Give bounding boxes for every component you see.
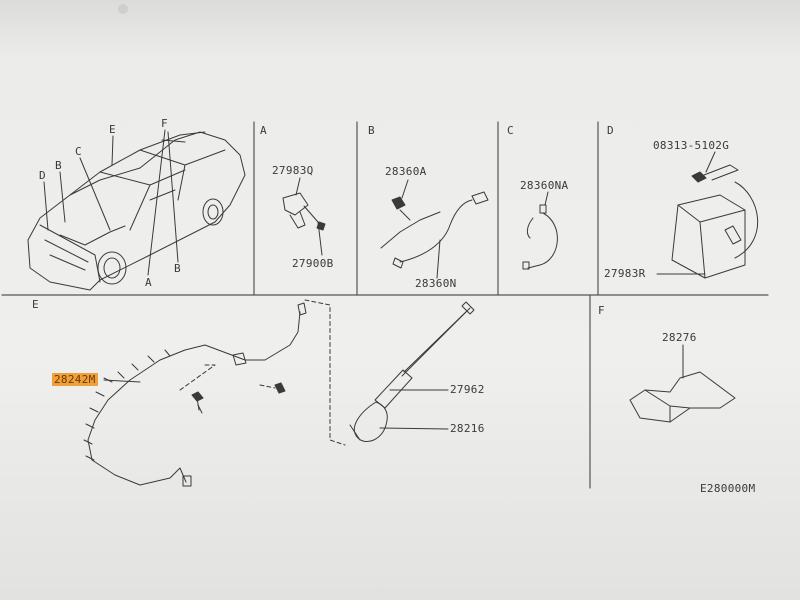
- part-27983R-drawing: [656, 151, 759, 279]
- car-callout-e: E: [109, 123, 116, 136]
- part-28360N-drawing: [380, 179, 489, 279]
- part-27983Q-drawing: [282, 177, 326, 256]
- part-number-28216: 28216: [450, 422, 485, 435]
- section-label-f: F: [598, 304, 605, 317]
- part-number-28276: 28276: [662, 331, 697, 344]
- part-number-27962: 27962: [450, 383, 485, 396]
- part-28276-drawing: [629, 344, 736, 423]
- car-callout-b: B: [55, 159, 62, 172]
- car-callout-a: A: [145, 276, 152, 289]
- section-label-a: A: [260, 124, 267, 137]
- car-callout-f: F: [161, 117, 168, 130]
- part-number-28360a: 28360A: [385, 165, 427, 178]
- part-number-08313-5102g: 08313-5102G: [653, 139, 730, 152]
- section-label-c: C: [507, 124, 514, 137]
- car-callout-c: C: [75, 145, 82, 158]
- highlighted-part-number: 28242M: [52, 373, 98, 386]
- part-28360NA-drawing: [522, 191, 558, 270]
- part-number-27983r: 27983R: [604, 267, 646, 280]
- part-number-28360n: 28360N: [415, 277, 457, 290]
- car-illustration: [27, 129, 246, 291]
- part-number-28360na: 28360NA: [520, 179, 569, 192]
- part-number-27983q: 27983Q: [272, 164, 314, 177]
- section-grid: [1, 121, 769, 489]
- section-label-d: D: [607, 124, 614, 137]
- section-label-e: E: [32, 298, 39, 311]
- car-callout-d: D: [39, 169, 46, 182]
- part-number-28242m: 28242M: [52, 373, 98, 386]
- section-label-b: B: [368, 124, 375, 137]
- part-number-27900b: 27900B: [292, 257, 334, 270]
- diagram-code: E280000M: [700, 482, 756, 495]
- part-27962-drawing: [349, 301, 475, 442]
- car-callout-b-bottom: B: [174, 262, 181, 275]
- screen-dust-spot: [118, 4, 128, 14]
- part-28242M-drawing: [83, 299, 346, 487]
